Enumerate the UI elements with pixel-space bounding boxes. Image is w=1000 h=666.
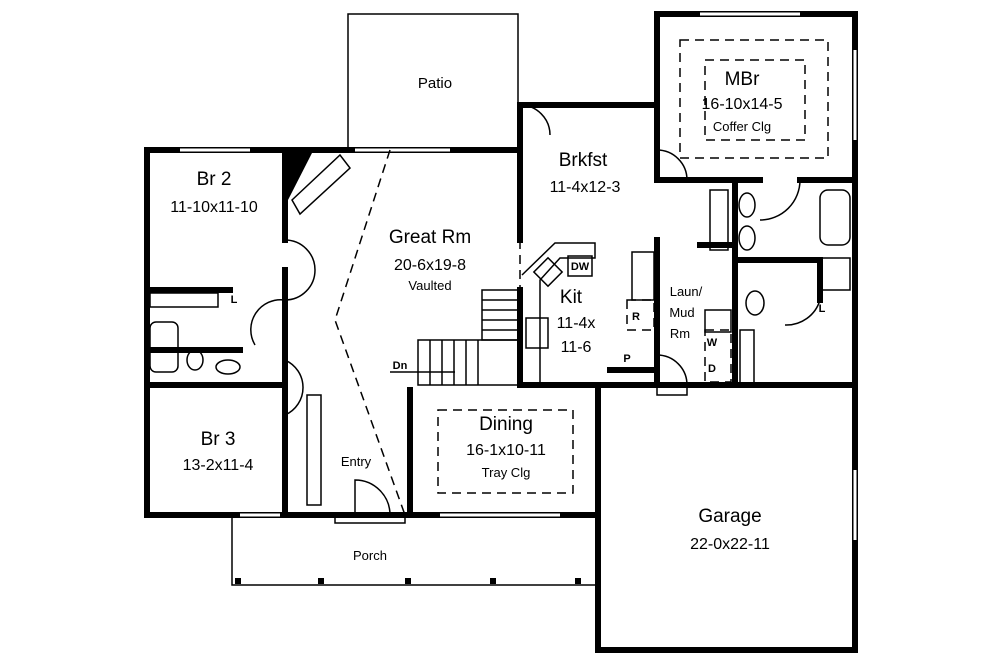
garage-label: Garage — [698, 506, 761, 527]
dryer-label: D — [708, 363, 716, 375]
laun-label-2: Mud — [669, 305, 694, 320]
br3-size: 13-2x11-4 — [183, 457, 254, 474]
mbr-size: 16-10x14-5 — [702, 96, 783, 113]
washer-label: W — [707, 337, 718, 349]
porch-label: Porch — [353, 548, 387, 563]
br3-label: Br 3 — [201, 429, 236, 450]
doors — [250, 104, 821, 524]
stairs — [390, 289, 519, 386]
laun-label-3: Rm — [670, 326, 690, 341]
mbr-label: MBr — [725, 69, 761, 90]
fireplace-icon — [288, 153, 312, 200]
dishwasher-label: DW — [571, 261, 590, 273]
coffer-ceiling-outer — [679, 39, 829, 159]
linen-label: L — [231, 294, 238, 306]
kit-size-1: 11-4x — [557, 315, 596, 332]
great-room-size: 20-6x19-8 — [394, 257, 466, 274]
br2-size: 11-10x11-10 — [170, 199, 258, 216]
kit-size-2: 11-6 — [561, 339, 592, 356]
mbr-note: Coffer Clg — [713, 119, 771, 134]
great-room-label: Great Rm — [389, 227, 471, 248]
closet-shelving — [149, 189, 755, 506]
great-room-note: Vaulted — [408, 278, 451, 293]
dining-label: Dining — [479, 414, 533, 435]
pantry-label: P — [623, 353, 630, 365]
linen-label-2: L — [819, 303, 826, 315]
patio-label: Patio — [418, 75, 452, 92]
coffer-ceiling-inner — [704, 59, 806, 141]
brkfst-size: 11-4x12-3 — [550, 179, 621, 196]
br2-label: Br 2 — [197, 169, 232, 190]
hearth — [291, 153, 352, 216]
vault-line — [334, 149, 406, 516]
interior-walls — [144, 102, 858, 518]
bath-fixtures — [149, 189, 851, 375]
laun-label-1: Laun/ — [670, 284, 703, 299]
porch-outline — [231, 515, 598, 586]
brkfst-label: Brkfst — [559, 150, 608, 171]
windows — [180, 12, 857, 540]
kit-label: Kit — [560, 287, 583, 308]
kitchen-counters — [521, 242, 732, 385]
garage-size: 22-0x22-11 — [690, 536, 770, 553]
stairs-down-label: Dn — [393, 360, 408, 372]
entry-label: Entry — [341, 454, 372, 469]
tray-ceiling — [437, 409, 574, 494]
refrigerator-label: R — [632, 311, 640, 323]
dining-size: 16-1x10-11 — [466, 442, 546, 459]
dining-note: Tray Clg — [482, 465, 531, 480]
